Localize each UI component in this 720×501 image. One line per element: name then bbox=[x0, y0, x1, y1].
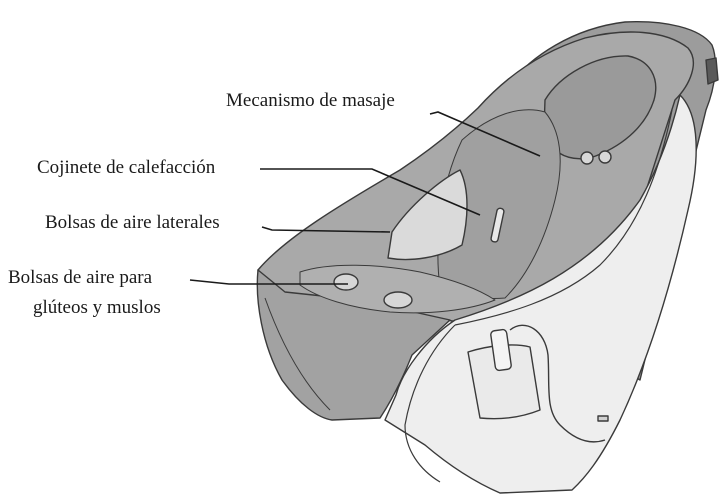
massage-roller-left bbox=[581, 152, 593, 164]
power-plug bbox=[598, 416, 608, 421]
massage-roller-right bbox=[599, 151, 611, 163]
label-seat-airbags-line2: glúteos y muslos bbox=[33, 297, 161, 319]
label-seat-airbags-line1: Bolsas de aire para bbox=[8, 267, 152, 289]
back-knob bbox=[706, 58, 718, 84]
seat-airbag-rear bbox=[384, 292, 412, 308]
label-massage-mechanism: Mecanismo de masaje bbox=[226, 90, 395, 112]
seat-airbag-front bbox=[334, 274, 358, 290]
label-heating-cushion: Cojinete de calefacción bbox=[37, 157, 215, 179]
label-side-airbags: Bolsas de aire laterales bbox=[45, 212, 220, 234]
